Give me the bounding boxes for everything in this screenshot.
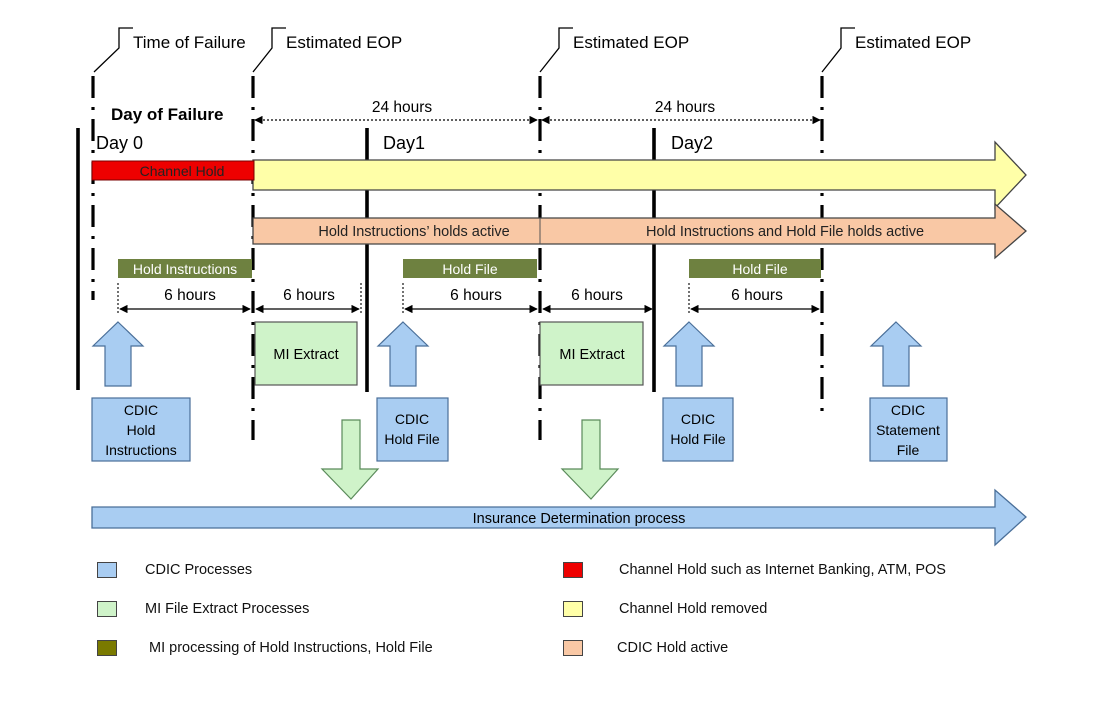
eop-label-1: Estimated EOP [286, 33, 402, 52]
insurance-determination-arrow [91, 488, 1027, 547]
cdic-statement-file-line2: Statement [876, 422, 940, 438]
mi-extract-box-2 [539, 321, 644, 386]
cdic-hold-file-box-2 [662, 397, 734, 462]
hold-file-processing-label-2: Hold File [732, 261, 787, 277]
cdic-statement-file-line1: CDIC [891, 402, 925, 418]
insurance-determination-label: Insurance Determination process [473, 511, 686, 527]
span-6h-label-4: 6 hours [571, 287, 623, 304]
legend-label-channel-removed: Channel Hold removed [619, 601, 768, 617]
eop-marker-3 [821, 27, 855, 73]
cdic-hold-instructions-line3: Instructions [105, 442, 177, 458]
eop-label-2: Estimated EOP [573, 33, 689, 52]
hold-file-processing-bar-2 [689, 259, 821, 278]
cdic-hold-file-2-line1: CDIC [681, 411, 715, 427]
time-of-failure-marker [93, 27, 133, 73]
down-arrow-1 [320, 419, 380, 500]
cdic-hold-instructions-line2: Hold [127, 422, 156, 438]
legend-swatch-cdic-hold-active [563, 640, 583, 656]
legend-swatch-mi-extract [97, 601, 117, 617]
legend-swatch-mi-processing [97, 640, 117, 656]
mi-extract-label-2: MI Extract [559, 347, 624, 363]
eop-marker-1 [252, 27, 286, 73]
legend-label-mi-extract: MI File Extract Processes [145, 601, 310, 617]
up-arrow-2 [376, 321, 430, 387]
channel-hold-removed-arrow [252, 140, 1027, 210]
legend-label-channel-hold: Channel Hold such as Internet Banking, A… [619, 562, 946, 578]
mi-extract-box-1 [254, 321, 358, 386]
legend-mi-file-extract: MI File Extract Processes [97, 601, 309, 617]
legend-swatch-channel-removed [563, 601, 583, 617]
eop-label-3: Estimated EOP [855, 33, 971, 52]
span-24h-label-1: 24 hours [372, 99, 433, 116]
cdic-statement-file-line3: File [897, 442, 920, 458]
legend-mi-processing: MI processing of Hold Instructions, Hold… [97, 640, 433, 656]
legend-label-cdic: CDIC Processes [145, 562, 253, 578]
cdic-hold-instructions-box [91, 397, 191, 462]
up-arrow-4 [869, 321, 923, 387]
channel-hold-bar [91, 160, 255, 181]
hold-file-processing-label-1: Hold File [442, 261, 497, 277]
span-6h-label-3: 6 hours [450, 287, 502, 304]
legend-channel-hold-removed: Channel Hold removed [563, 601, 767, 617]
legend-channel-hold: Channel Hold such as Internet Banking, A… [563, 562, 946, 578]
hold-file-processing-bar-1 [403, 259, 537, 278]
span-6h-label-2: 6 hours [283, 287, 335, 304]
cdic-hold-file-2-line2: Hold File [670, 431, 725, 447]
hold-instructions-processing-bar [118, 259, 252, 278]
span-6h-label-5: 6 hours [731, 287, 783, 304]
hold-instructions-processing-label: Hold Instructions [133, 261, 237, 277]
span-6h-label-1: 6 hours [164, 287, 216, 304]
span-24h-label-2: 24 hours [655, 99, 716, 116]
cdic-statement-file-box [869, 397, 948, 462]
day1-label: Day1 [383, 133, 425, 153]
hold-both-active-label: Hold Instructions and Hold File holds ac… [646, 224, 924, 240]
legend-swatch-cdic [97, 562, 117, 578]
cdic-hold-active-arrow [252, 202, 1027, 260]
cdic-hold-instructions-line1: CDIC [124, 402, 158, 418]
mi-extract-label-1: MI Extract [273, 347, 338, 363]
day-of-failure-label: Day of Failure [111, 105, 223, 124]
cdic-hold-file-box-1 [376, 397, 449, 462]
time-of-failure-label: Time of Failure [133, 33, 246, 52]
hold-instructions-active-label: Hold Instructions’ holds active [318, 224, 509, 240]
up-arrow-1 [91, 321, 145, 387]
legend-label-mi-processing: MI processing of Hold Instructions, Hold… [149, 640, 433, 656]
up-arrow-3 [662, 321, 716, 387]
cdic-hold-file-1-line2: Hold File [384, 431, 439, 447]
channel-hold-label: Channel Hold [140, 163, 225, 179]
legend-cdic-processes: CDIC Processes [97, 562, 252, 578]
legend-label-cdic-hold-active: CDIC Hold active [617, 640, 729, 656]
legend-swatch-channel-hold [563, 562, 583, 578]
day2-label: Day2 [671, 133, 713, 153]
down-arrow-2 [560, 419, 620, 500]
day0-label: Day 0 [96, 133, 143, 153]
cdic-hold-file-1-line1: CDIC [395, 411, 429, 427]
eop-marker-2 [539, 27, 573, 73]
legend-cdic-hold-active: CDIC Hold active [563, 640, 728, 656]
